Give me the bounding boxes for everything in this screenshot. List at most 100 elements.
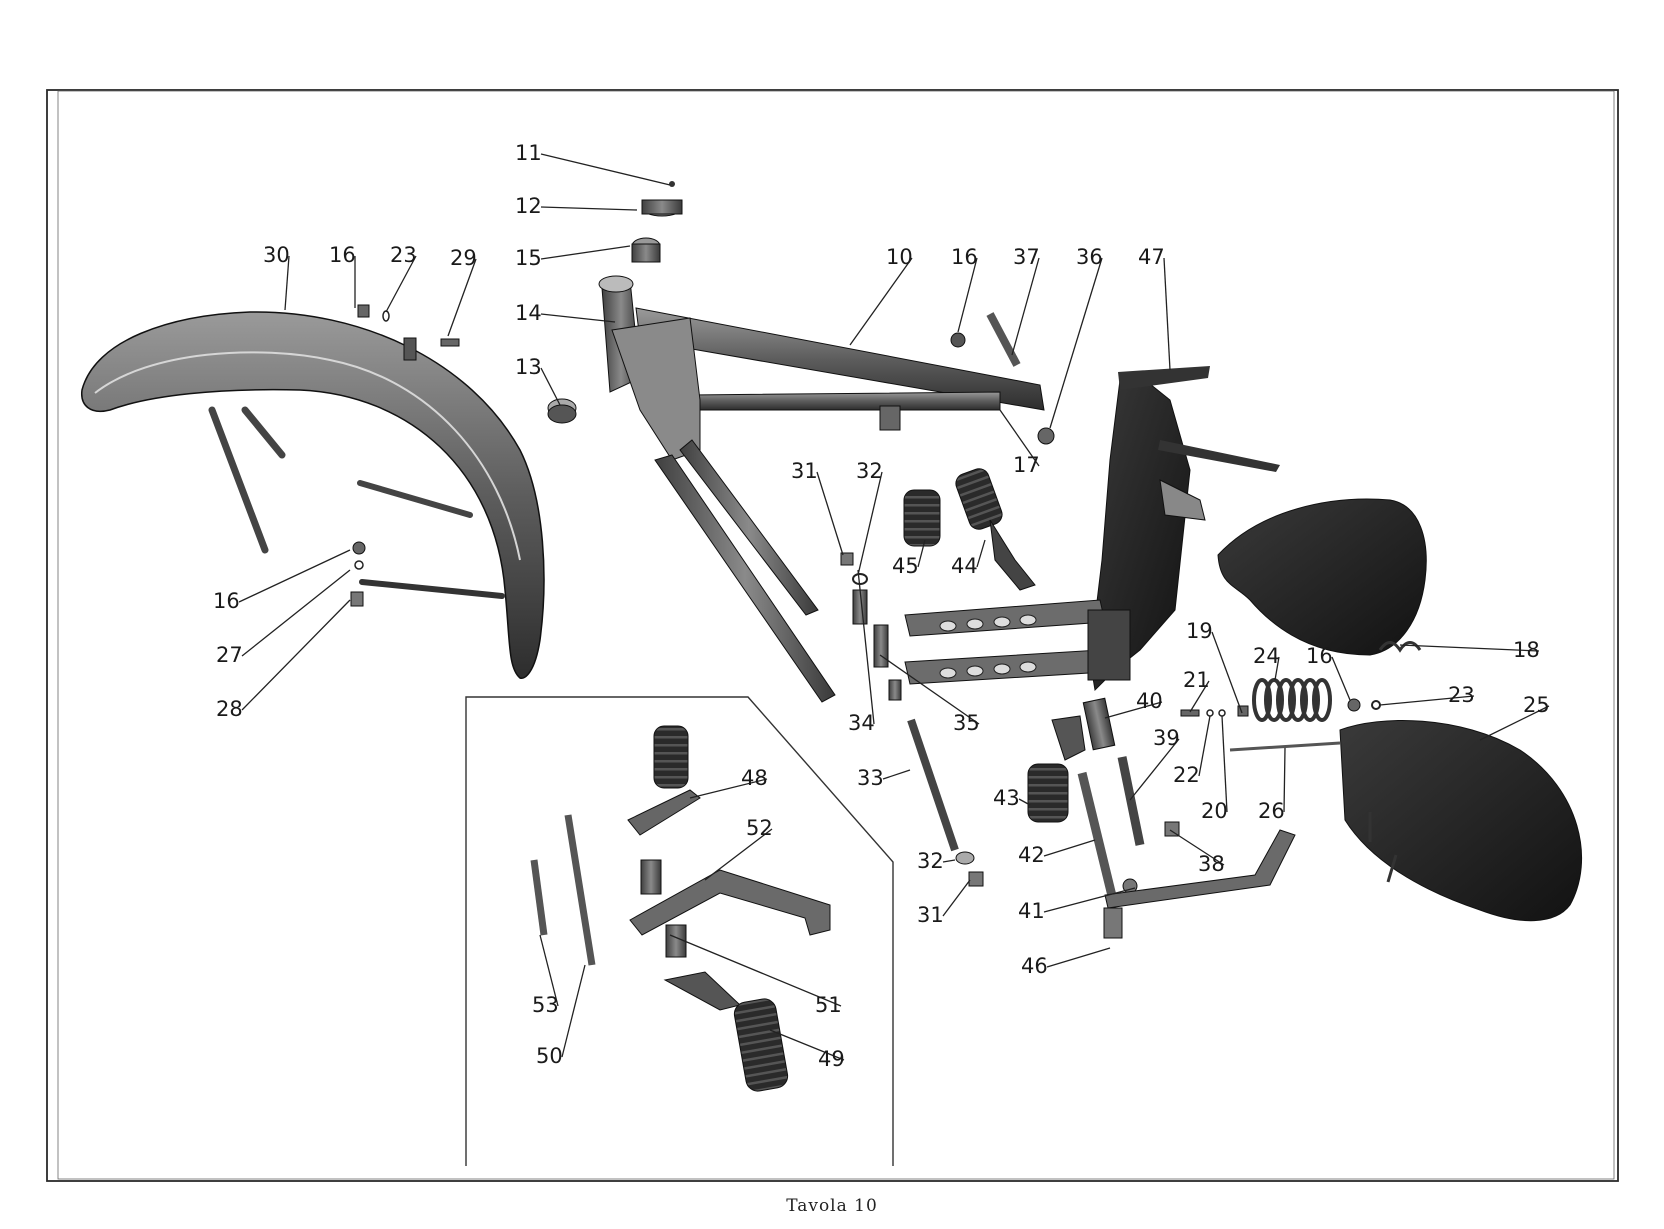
leader-line	[1211, 631, 1243, 714]
leader-line	[1018, 798, 1031, 806]
callout-label: 53	[532, 993, 559, 1017]
leader-line	[1011, 257, 1040, 356]
callout-label: 31	[791, 459, 818, 483]
callout-label: 48	[741, 766, 768, 790]
leader-line	[704, 828, 773, 881]
leader-line	[1129, 738, 1180, 801]
callout-label: 13	[515, 355, 542, 379]
callout-label: 50	[536, 1044, 563, 1068]
callout-label: 23	[390, 243, 417, 267]
callout-label: 15	[515, 246, 542, 270]
leader-line	[1479, 705, 1550, 741]
callout-label: 10	[886, 245, 913, 269]
leader-line	[1189, 680, 1210, 713]
callout-label: 16	[213, 589, 240, 613]
pivot-shaft-parts	[840, 552, 984, 887]
front-mudguard	[81, 311, 545, 679]
inset-panel-border	[465, 696, 894, 1166]
leader-line	[882, 769, 911, 780]
callout-label: 21	[1183, 668, 1210, 692]
leader-line	[540, 367, 561, 406]
leader-line	[284, 255, 290, 311]
leader-line	[540, 153, 671, 186]
leader-line	[1331, 656, 1351, 701]
leader-line	[1283, 747, 1286, 813]
leader-line	[857, 471, 883, 576]
inset-parts	[530, 725, 831, 1092]
leader-line	[1221, 715, 1228, 813]
callout-label: 23	[1448, 683, 1475, 707]
callout-label: 29	[450, 246, 477, 270]
leader-line	[1198, 715, 1211, 777]
callout-label: 51	[815, 993, 842, 1017]
callout-label: 25	[1523, 693, 1550, 717]
leader-line	[1043, 887, 1136, 913]
leader-line	[917, 539, 926, 568]
leader-line	[942, 859, 956, 863]
leader-line	[769, 1029, 845, 1061]
leader-lines	[238, 153, 1550, 1061]
leader-line	[1274, 656, 1280, 681]
inner-border	[57, 90, 1615, 1180]
callout-label: 42	[1018, 843, 1045, 867]
leader-line	[1379, 695, 1475, 706]
callout-label: 12	[515, 194, 542, 218]
lower-right-parts	[1027, 697, 1296, 939]
callout-label: 24	[1253, 644, 1280, 668]
callout-label: 44	[951, 554, 978, 578]
callout-label: 20	[1201, 799, 1228, 823]
callout-label: 35	[953, 711, 980, 735]
callout-label: 16	[951, 245, 978, 269]
callout-label: 31	[917, 903, 944, 927]
leader-line	[238, 549, 351, 603]
callout-label: 32	[856, 459, 883, 483]
callout-label: 27	[216, 643, 243, 667]
callout-label: 33	[857, 766, 884, 790]
leader-line	[999, 409, 1040, 467]
side-cover-upper	[1217, 498, 1427, 656]
callout-label: 36	[1076, 245, 1103, 269]
callout-label: 41	[1018, 899, 1045, 923]
callout-label: 40	[1136, 689, 1163, 713]
callout-label: 14	[515, 301, 542, 325]
callout-label: 28	[216, 697, 243, 721]
leader-line	[1046, 947, 1111, 968]
callout-label: 11	[515, 141, 542, 165]
leader-line	[857, 569, 875, 725]
callout-label: 22	[1173, 763, 1200, 787]
frame-top-fasteners	[950, 312, 1055, 445]
rear-frame-section	[904, 366, 1280, 692]
leader-line	[1043, 839, 1096, 857]
plate-caption: Tavola 10	[786, 1196, 878, 1216]
leader-line	[539, 934, 559, 1007]
callout-label: 43	[993, 786, 1020, 810]
leader-line	[540, 245, 631, 260]
callout-label: 19	[1186, 619, 1213, 643]
leader-line	[540, 206, 638, 211]
callout-label: 38	[1198, 852, 1225, 876]
callout-label: 34	[848, 711, 875, 735]
leader-line	[976, 539, 986, 568]
leader-line	[1049, 257, 1103, 429]
leader-line	[1104, 701, 1163, 719]
callout-label: 46	[1021, 954, 1048, 978]
leader-line	[561, 964, 586, 1058]
leader-line	[689, 778, 768, 799]
spring-set	[1252, 678, 1332, 722]
leader-line	[1163, 257, 1171, 371]
callout-label: 30	[263, 243, 290, 267]
leader-line	[1399, 644, 1540, 652]
leader-line	[816, 471, 844, 556]
callout-label: 16	[329, 243, 356, 267]
callout-label: 45	[892, 554, 919, 578]
callout-label: 52	[746, 816, 773, 840]
leader-line	[447, 258, 477, 337]
callout-label: 18	[1513, 638, 1540, 662]
callout-label: 17	[1013, 453, 1040, 477]
leader-line	[1169, 829, 1225, 866]
mudguard-fasteners	[350, 304, 460, 607]
callout-label: 39	[1153, 726, 1180, 750]
leader-line	[385, 255, 417, 313]
